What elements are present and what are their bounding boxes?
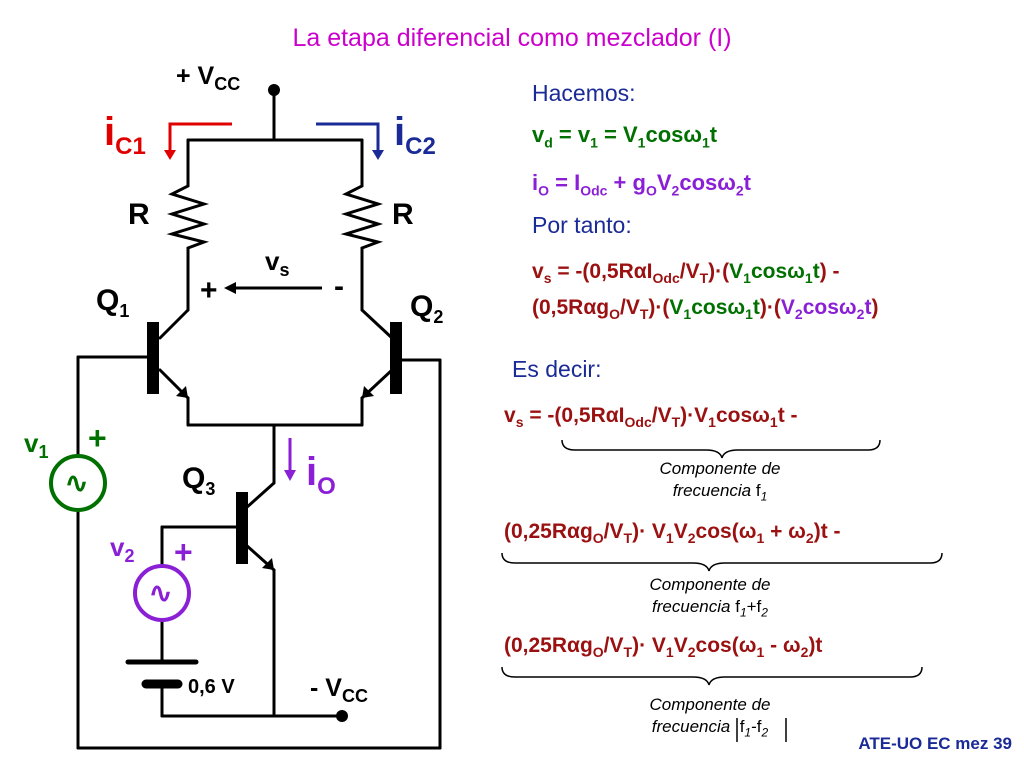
v2-source	[133, 564, 191, 622]
q3-collector	[244, 481, 276, 510]
v2-label: v2	[110, 532, 135, 567]
hacemos-label: Hacemos:	[532, 80, 636, 106]
resistor-right-label: R	[392, 198, 414, 231]
io-label: iO	[306, 450, 336, 500]
q2-base-bar	[390, 322, 402, 394]
q3-base-bar	[236, 492, 248, 564]
q2-collector	[360, 308, 394, 340]
q1-arrow	[176, 386, 188, 398]
brace-3	[501, 666, 923, 686]
vcc-pos-label: + VCC	[176, 62, 241, 94]
q2-label: Q2	[410, 290, 444, 327]
vs-plus: +	[200, 274, 218, 307]
q3-arrow	[262, 558, 274, 570]
vcc-neg-label: - VCC	[310, 674, 368, 706]
vs-minus: -	[334, 270, 344, 303]
resistor-right	[340, 176, 384, 257]
vs-label: vs	[265, 246, 290, 281]
eq-vd: vd = v1 = V1cosω1t	[532, 122, 718, 151]
q1-label: Q1	[96, 284, 130, 321]
v1-plus: +	[88, 420, 107, 456]
eq-comp3: (0,25RαgO/VT)· V1V2cos(ω1 - ω2)t	[504, 634, 823, 661]
eq-comp2: (0,25RαgO/VT)· V1V2cos(ω1 + ω2)t -	[504, 520, 841, 547]
q2-arrow	[362, 386, 374, 398]
vee-node	[336, 710, 348, 722]
q1-base-bar	[147, 322, 159, 394]
vcc-node	[268, 84, 280, 96]
v2-ac-icon: ∿	[148, 577, 174, 610]
v2-plus: +	[174, 534, 193, 570]
por-tanto-label: Por tanto:	[532, 212, 632, 238]
v1-source	[49, 454, 107, 512]
brace-2	[501, 552, 943, 572]
slide-title: La etapa diferencial como mezclador (I)	[292, 24, 732, 52]
resistor-left	[166, 176, 210, 257]
es-decir-label: Es decir:	[512, 356, 602, 382]
eq-comp1: vs = -(0,5RαIOdc/VT)·V1cosω1t -	[504, 404, 798, 431]
eq-vs-line2: (0,5RαgO/VT)·(V1cosω1t)·(V2cosω2t)	[532, 296, 879, 323]
footer-label: ATE-UO EC mez 39	[858, 734, 1012, 753]
v1-label: v1	[24, 428, 49, 463]
brace-1	[561, 439, 881, 459]
ic1-arrow	[168, 122, 232, 152]
battery-label: 0,6 V	[188, 676, 235, 698]
ic2-arrow	[316, 122, 380, 152]
ic2-label: iC2	[394, 110, 436, 160]
eq-vs-line1: vs = -(0,5RαIOdc/VT)·(V1cosω1t) -	[532, 260, 840, 287]
resistor-left-label: R	[128, 198, 150, 231]
q1-collector	[158, 308, 190, 340]
ic1-label: iC1	[104, 110, 146, 160]
q3-label: Q3	[182, 462, 216, 499]
eq-io: iO = IOdc + gOV2cosω2t	[532, 170, 751, 199]
v1-ac-icon: ∿	[64, 467, 90, 500]
